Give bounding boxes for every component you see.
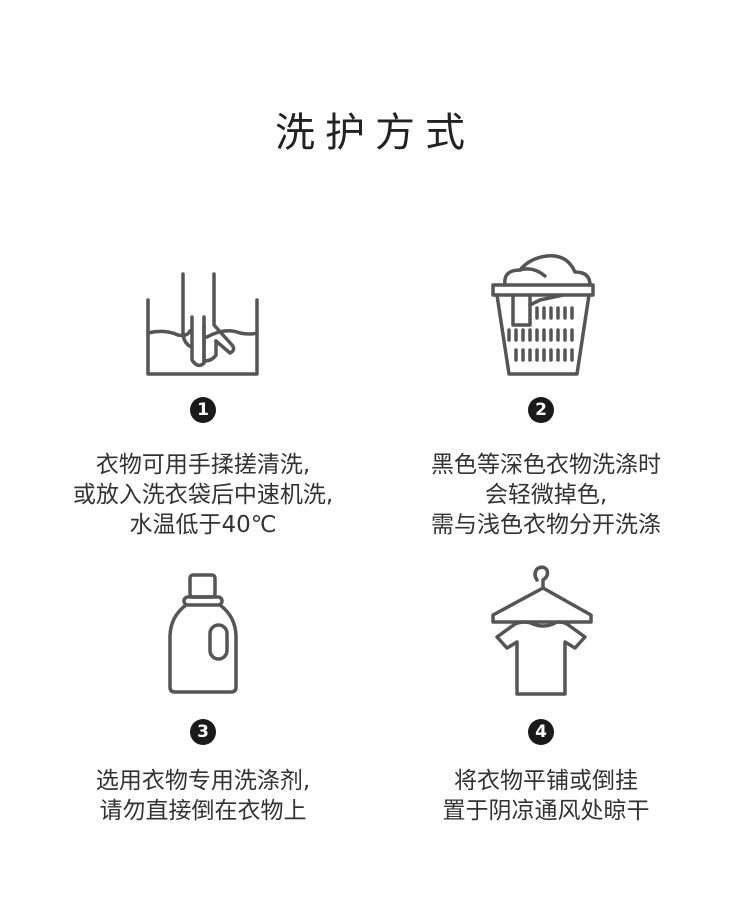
text-line: 需与浅色衣物分开洗涤: [431, 512, 661, 538]
text-line: 衣物可用手揉搓清洗,: [95, 452, 311, 478]
step-number-2: 2: [528, 397, 554, 423]
text-line: 置于阴凉通风处晾干: [442, 798, 650, 824]
text-line: 黑色等深色衣物洗涤时: [431, 452, 661, 478]
hand-wash-icon: [146, 272, 259, 376]
page-title: 洗护方式: [275, 110, 475, 156]
step-number-1: 1: [190, 397, 216, 423]
step-number-4: 4: [528, 719, 554, 745]
hanger-shirt-icon: [491, 565, 593, 696]
care-text-4: 将衣物平铺或倒挂 置于阴凉通风处晾干: [366, 766, 726, 826]
text-line: 选用衣物专用洗涤剂,: [95, 768, 311, 794]
text-line: 将衣物平铺或倒挂: [454, 768, 638, 794]
care-text-1: 衣物可用手揉搓清洗, 或放入洗衣袋后中速机洗, 水温低于40℃: [23, 450, 383, 540]
text-line: 水温低于40℃: [129, 512, 277, 538]
care-text-2: 黑色等深色衣物洗涤时 会轻微掉色, 需与浅色衣物分开洗涤: [366, 450, 726, 540]
text-line: 请勿直接倒在衣物上: [99, 798, 307, 824]
detergent-bottle-icon: [168, 573, 238, 694]
text-line: 或放入洗衣袋后中速机洗,: [72, 482, 334, 508]
step-number-3: 3: [190, 719, 216, 745]
laundry-basket-icon: [491, 254, 595, 376]
care-text-3: 选用衣物专用洗涤剂, 请勿直接倒在衣物上: [23, 766, 383, 826]
text-line: 会轻微掉色,: [484, 482, 608, 508]
